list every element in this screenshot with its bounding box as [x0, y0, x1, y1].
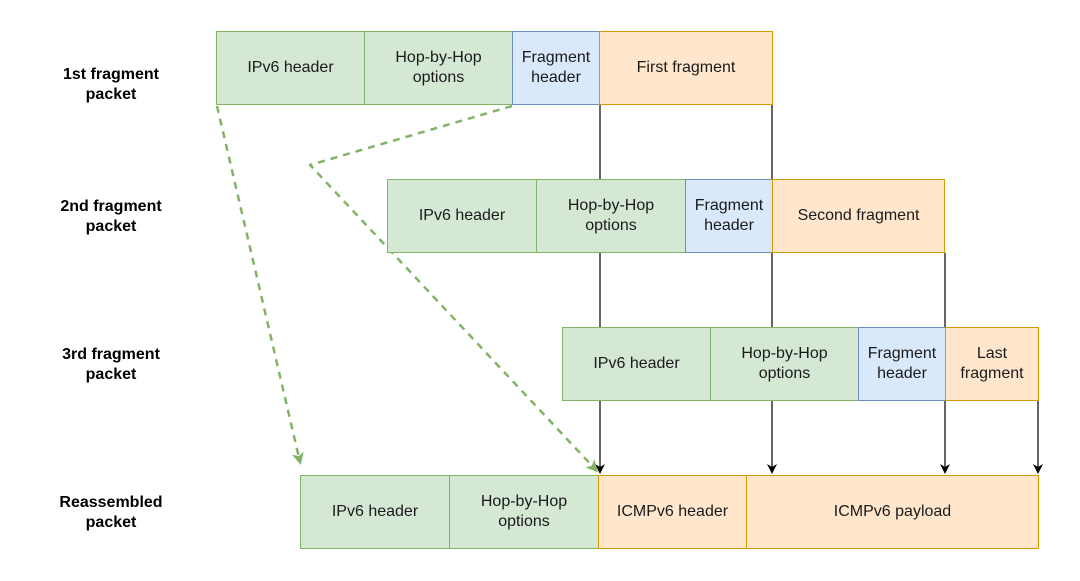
box-label: Fragment [694, 197, 764, 214]
box-label: Fragment [521, 49, 591, 66]
box-label: IPv6 header [418, 207, 506, 224]
row-label-2nd-fragment: 2nd fragment packet [36, 197, 186, 237]
row-label-line: packet [85, 218, 137, 235]
box-label: options [758, 365, 811, 382]
box-label: Last [976, 345, 1008, 362]
first-ipv6-header: IPv6 header [216, 31, 365, 105]
box-label: Fragment [867, 345, 937, 362]
box-label: header [877, 365, 927, 382]
box-label: header [704, 217, 754, 234]
dashed-arrow-hop-by-hop [308, 104, 599, 473]
box-label: options [412, 69, 465, 86]
first-fragment-header: Fragment header [512, 31, 600, 105]
reassembled-hop-by-hop-options: Hop-by-Hop options [449, 475, 599, 549]
box-label: fragment [960, 365, 1024, 382]
second-fragment-payload: Second fragment [772, 179, 945, 253]
row-label-line: packet [85, 366, 137, 383]
box-label: Hop-by-Hop [395, 49, 482, 66]
row-label-line: 2nd fragment [60, 198, 162, 215]
first-fragment-payload: First fragment [599, 31, 773, 105]
box-label: ICMPv6 header [616, 503, 729, 520]
third-fragment-header: Fragment header [858, 327, 946, 401]
first-hop-by-hop-options: Hop-by-Hop options [364, 31, 513, 105]
reassembled-icmpv6-payload: ICMPv6 payload [746, 475, 1039, 549]
row-label-line: packet [85, 514, 137, 531]
box-label: options [498, 513, 550, 530]
second-fragment-header: Fragment header [685, 179, 773, 253]
box-label: Hop-by-Hop [567, 197, 655, 214]
row-label-line: 3rd fragment [62, 346, 160, 363]
row-label-3rd-fragment: 3rd fragment packet [36, 345, 186, 385]
box-label: Hop-by-Hop [480, 493, 568, 510]
box-label: ICMPv6 payload [833, 503, 952, 520]
third-fragment-payload: Last fragment [945, 327, 1039, 401]
row-label-1st-fragment: 1st fragment packet [36, 65, 186, 105]
row-label-line: packet [85, 86, 137, 103]
reassembled-ipv6-header: IPv6 header [300, 475, 450, 549]
box-label: IPv6 header [593, 355, 680, 372]
third-hop-by-hop-options: Hop-by-Hop options [710, 327, 859, 401]
box-label: IPv6 header [331, 503, 419, 520]
box-label: Second fragment [797, 207, 920, 224]
box-label: header [531, 69, 581, 86]
reassembled-icmpv6-header: ICMPv6 header [598, 475, 747, 549]
box-label: First fragment [636, 59, 736, 76]
box-label: Hop-by-Hop [741, 345, 828, 362]
row-label-line: Reassembled [59, 494, 163, 511]
second-ipv6-header: IPv6 header [387, 179, 537, 253]
third-ipv6-header: IPv6 header [562, 327, 711, 401]
dashed-arrow-ipv6 [215, 105, 304, 465]
row-label-line: 1st fragment [62, 66, 160, 83]
box-label: options [585, 217, 637, 234]
row-label-reassembled: Reassembled packet [36, 493, 186, 533]
second-hop-by-hop-options: Hop-by-Hop options [536, 179, 686, 253]
box-label: IPv6 header [247, 59, 334, 76]
